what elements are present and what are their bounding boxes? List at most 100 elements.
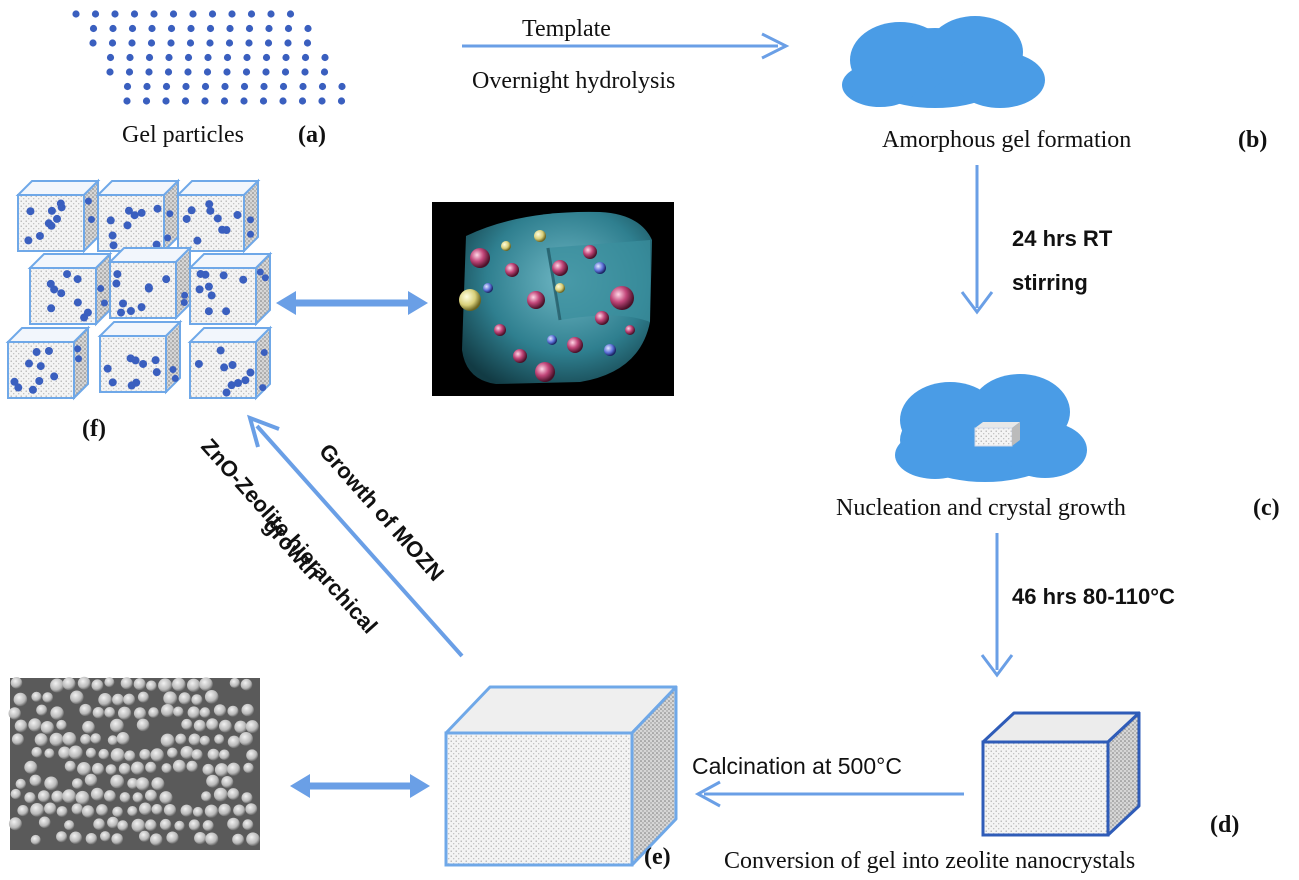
gel-particle-dot — [165, 53, 173, 62]
render-sphere — [547, 335, 557, 345]
gel-particle-dot — [223, 68, 231, 76]
label-b: (b) — [1238, 127, 1267, 153]
gel-particle-dot — [126, 53, 134, 62]
small-zeolite-cube — [95, 178, 181, 254]
render-sphere — [494, 324, 506, 336]
gel-particle-dot — [123, 97, 131, 105]
gel-particle-dot — [298, 97, 307, 105]
gel-particle-dot — [162, 97, 170, 105]
zeolite-nanocrystal-cube — [981, 711, 1141, 837]
gel-particle-dot — [143, 82, 151, 91]
gel-particle-dot — [130, 10, 139, 18]
calcined-zeolite-cube — [444, 685, 678, 867]
gel-particle-dot — [148, 24, 156, 33]
gel-particle-dot — [184, 53, 193, 62]
gel-particle-dot — [108, 39, 117, 47]
gel-particle-dot — [186, 39, 195, 47]
gel-particle-dot — [245, 39, 253, 47]
gel-particle-dot — [223, 53, 232, 62]
growth-arrow — [247, 414, 464, 658]
render-sphere — [610, 286, 634, 310]
small-zeolite-cube — [15, 178, 101, 254]
stirring-label-line1: 24 hrs RT — [1012, 226, 1113, 251]
small-crystal-icon — [974, 422, 1020, 447]
render-sphere — [567, 337, 583, 353]
gel-particle-dot — [167, 24, 176, 33]
gel-particle-dot — [259, 97, 268, 105]
gel-particle-dot — [89, 24, 98, 33]
gel-particle-dot — [286, 10, 295, 18]
calcination-arrow — [694, 780, 964, 808]
render-sphere — [604, 344, 616, 356]
gel-particle-dot — [245, 24, 254, 33]
calcination-label: Calcination at 500°C — [692, 753, 902, 779]
label-f: (f) — [82, 416, 106, 442]
gel-particle-dot — [303, 39, 312, 47]
gel-particle-dot — [206, 39, 214, 47]
gel-particle-dot — [279, 97, 287, 105]
gel-particle-dot — [262, 68, 270, 76]
gel-particle-dot — [318, 82, 327, 91]
stirring-label-line2: stirring — [1012, 270, 1088, 295]
gel-particle-dot — [321, 53, 329, 62]
gel-particle-dot — [181, 97, 190, 105]
small-zeolite-cube — [97, 319, 183, 395]
render-sphere — [459, 289, 481, 311]
render-double-arrow — [276, 291, 428, 315]
label-a: (a) — [298, 122, 326, 148]
small-zeolite-cube — [107, 245, 193, 321]
gel-particle-dot — [338, 82, 346, 91]
gel-particle-dot — [169, 10, 178, 18]
small-zeolite-cube — [5, 325, 91, 401]
gel-particle-dot — [182, 82, 190, 91]
gel-particle-dot — [206, 24, 215, 33]
gel-particle-dot — [162, 82, 171, 91]
render-sphere — [470, 248, 490, 268]
small-zeolite-cube — [187, 251, 273, 327]
gel-particle-dot — [320, 68, 329, 76]
gel-particles-dots — [72, 10, 346, 105]
gel-particle-dot — [189, 10, 197, 18]
gel-particle-dot — [220, 97, 229, 105]
gel-particle-dot — [284, 39, 292, 47]
gel-particle-dot — [123, 82, 132, 91]
gel-particle-dot — [203, 68, 212, 76]
gel-particle-dot — [279, 82, 288, 91]
render-sphere — [535, 362, 555, 382]
sem-double-arrow — [290, 774, 430, 798]
gel-particle-dot — [240, 82, 249, 91]
template-arrow — [462, 32, 790, 60]
gel-particle-dot — [184, 68, 192, 76]
render-sphere — [505, 263, 519, 277]
gel-particle-dot — [106, 68, 114, 76]
gel-particle-dot — [164, 68, 173, 76]
gel-particle-dot — [128, 24, 137, 33]
gel-particle-dot — [284, 24, 293, 33]
gel-particle-dot — [318, 97, 326, 105]
gel-particle-dot — [260, 82, 268, 91]
gel-particle-dot — [128, 39, 136, 47]
nucleation-label: Nucleation and crystal growth — [836, 495, 1126, 521]
gel-particle-dot — [225, 39, 234, 47]
gel-particle-dot — [301, 68, 309, 76]
gel-particle-dot — [262, 53, 271, 62]
gel-particle-dot — [145, 68, 153, 76]
gel-particle-dot — [265, 24, 273, 33]
gel-particle-dot — [145, 53, 154, 62]
sem-micrograph — [8, 676, 260, 850]
render-sphere — [595, 311, 609, 325]
render-sphere — [513, 349, 527, 363]
render-sphere — [594, 262, 606, 274]
render-sphere — [583, 245, 597, 259]
gel-particle-dot — [89, 39, 97, 47]
gel-particle-dot — [167, 39, 175, 47]
gel-particles-label: Gel particles — [122, 122, 244, 148]
gel-particle-dot — [304, 24, 312, 33]
gel-particle-dot — [91, 10, 100, 18]
label-d: (d) — [1210, 812, 1239, 838]
amorphous-label: Amorphous gel formation — [882, 127, 1131, 153]
gel-particle-dot — [201, 82, 210, 91]
gel-particle-dot — [282, 53, 290, 62]
gel-particle-dot — [72, 10, 80, 18]
